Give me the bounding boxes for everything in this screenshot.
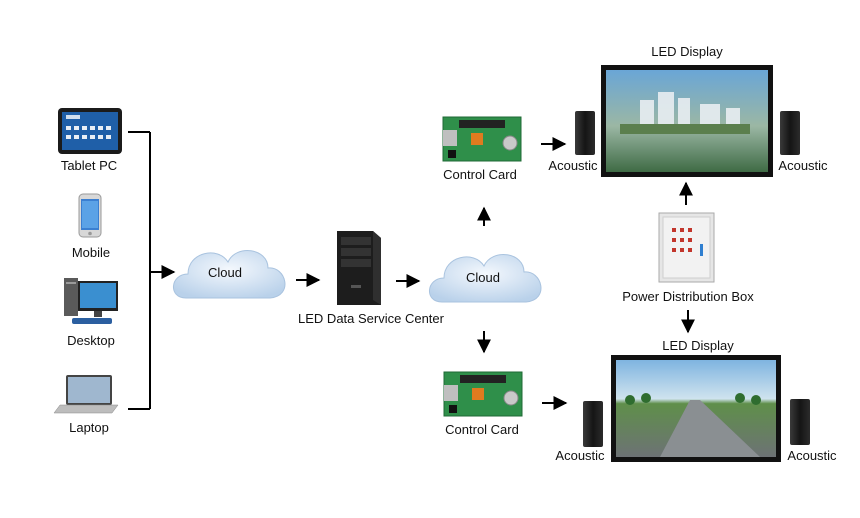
tablet-icon: [58, 108, 122, 154]
acoustic-bottom-left-label: Acoustic: [555, 448, 605, 463]
laptop-label: Laptop: [69, 420, 109, 435]
acoustic-top-left-label: Acoustic: [548, 158, 598, 173]
acoustic-top-right-label: Acoustic: [778, 158, 828, 173]
device-bracket: [128, 131, 151, 410]
speaker-top-left-icon: [575, 111, 595, 155]
led-display-bottom-label: LED Display: [662, 338, 734, 353]
laptop-icon: [53, 375, 119, 414]
speaker-bottom-left-icon: [583, 401, 603, 447]
mobile-icon: [78, 193, 102, 238]
control-card-bottom-label: Control Card: [445, 422, 519, 437]
desktop-label: Desktop: [67, 333, 115, 348]
cloud-right-label: Cloud: [466, 270, 500, 285]
cloud-left-label: Cloud: [208, 265, 242, 280]
acoustic-bottom-right-label: Acoustic: [787, 448, 837, 463]
speaker-top-right-icon: [780, 111, 800, 155]
desktop-icon: [64, 278, 118, 324]
control-card-top-label: Control Card: [443, 167, 517, 182]
led-display-top-icon: [601, 65, 773, 177]
led-display-top-label: LED Display: [651, 44, 723, 59]
led-display-bottom-icon: [611, 355, 781, 462]
power-distribution-box-icon: [658, 212, 715, 283]
cloud-left-icon: [173, 250, 286, 299]
server-label: LED Data Service Center: [298, 311, 444, 326]
power-box-label: Power Distribution Box: [622, 289, 754, 304]
speaker-bottom-right-icon: [790, 399, 810, 445]
cloud-right-icon: [429, 254, 542, 303]
server-icon: [337, 231, 381, 305]
mobile-label: Mobile: [71, 245, 111, 260]
control-card-top-icon: [442, 116, 522, 162]
tablet-label: Tablet PC: [60, 158, 118, 173]
control-card-bottom-icon: [443, 371, 523, 417]
